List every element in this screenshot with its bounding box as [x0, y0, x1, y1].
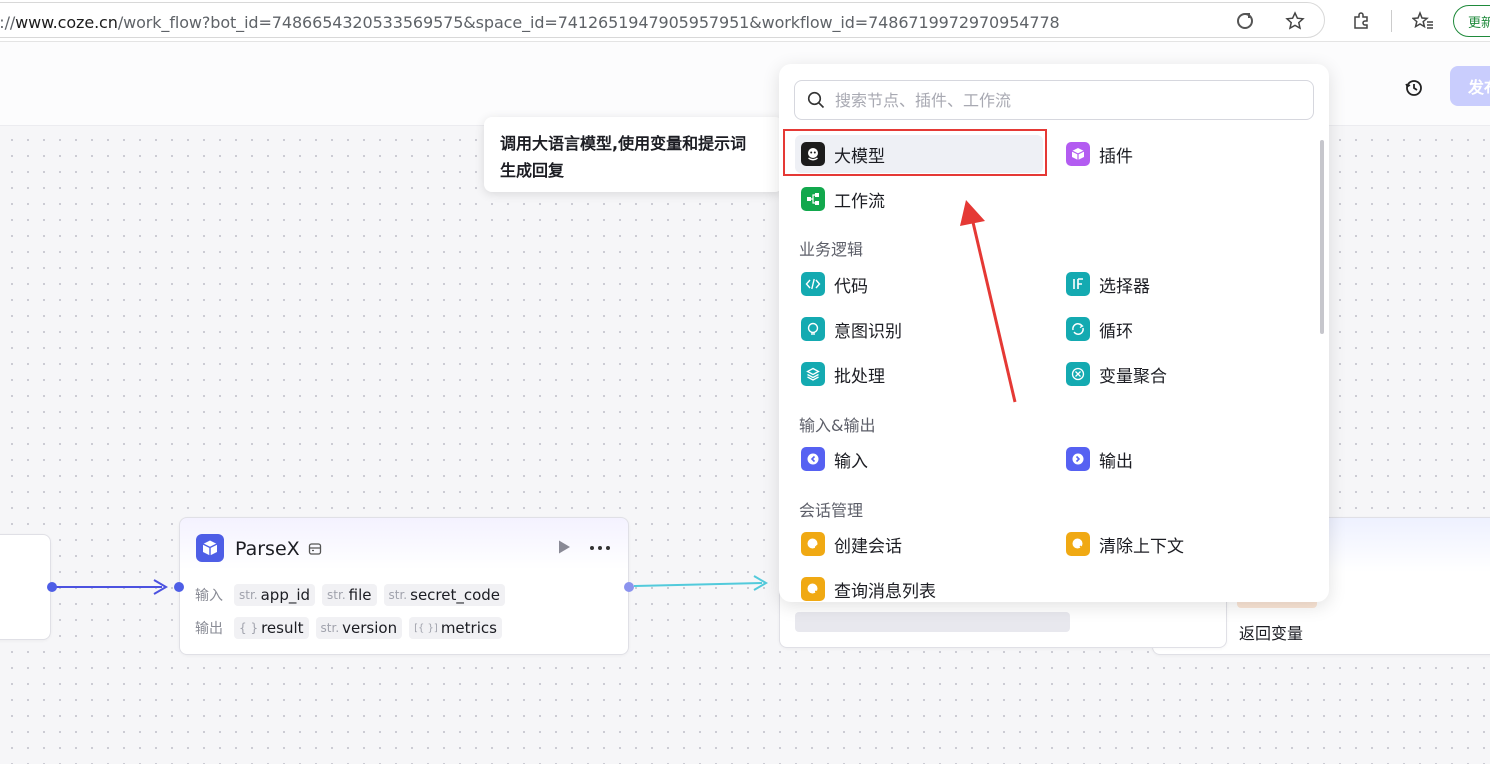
intent-icon — [801, 317, 825, 341]
code-icon — [801, 272, 825, 296]
output-port[interactable] — [47, 582, 57, 592]
if-icon — [1066, 272, 1090, 296]
node-item-plugin[interactable]: 插件 — [1060, 135, 1308, 173]
end-node-text: 返回变量 — [1239, 624, 1304, 643]
node-item-workflow[interactable]: 工作流 — [795, 180, 1043, 218]
history-icon[interactable] — [1400, 74, 1428, 102]
node-tooltip: 调用大语言模型,使用变量和提示词 生成回复 — [484, 117, 783, 192]
section-title-conversation: 会话管理 — [799, 501, 864, 520]
input-icon — [801, 447, 825, 471]
section-title-input-output: 输入&输出 — [799, 416, 876, 435]
url-text: ps://www.coze.cn/work_flow?bot_id=748665… — [0, 13, 1060, 32]
address-bar[interactable]: ps://www.coze.cn/work_flow?bot_id=748665… — [0, 2, 1325, 38]
node-item-clear-context[interactable]: 清除上下文 — [1060, 525, 1308, 563]
output-param: [{ }]metrics — [409, 617, 502, 639]
browser-toolbar: ps://www.coze.cn/work_flow?bot_id=748665… — [0, 0, 1490, 42]
scrollbar[interactable] — [1320, 140, 1324, 334]
more-options-icon[interactable] — [589, 532, 611, 556]
variable-merge-icon — [1066, 362, 1090, 386]
input-label: 输入 — [195, 588, 223, 604]
input-param: str.file — [322, 584, 377, 606]
node-item-variable-merge[interactable]: 变量聚合 — [1060, 355, 1308, 393]
node-item-selector[interactable]: 选择器 — [1060, 265, 1308, 303]
refresh-edge-icon[interactable] — [1233, 9, 1257, 33]
node-item-llm[interactable]: 大模型 — [795, 135, 1043, 173]
output-port[interactable] — [624, 582, 634, 592]
node-outputs: 输出 { }result str.version [{ }]metrics — [195, 617, 502, 639]
node-item-loop[interactable]: 循环 — [1060, 310, 1308, 348]
search-icon — [807, 91, 825, 109]
parsex-node[interactable]: ParseX 输入 str.app_id str.file str.secret… — [179, 517, 629, 655]
node-picker-panel: 大模型 插件 工作流 业务逻辑 代码 选择器 意图识别 循环 — [779, 64, 1329, 602]
input-param: str.secret_code — [383, 584, 506, 606]
search-input[interactable] — [835, 90, 1295, 110]
toolbar-separator — [1391, 10, 1392, 32]
search-box[interactable] — [794, 80, 1314, 120]
clear-context-icon — [1066, 532, 1090, 556]
placeholder-bar — [795, 612, 1070, 632]
message-list-icon — [801, 577, 825, 601]
llm-icon — [801, 142, 825, 166]
bookmark-star-icon[interactable] — [1283, 9, 1307, 33]
store-icon — [308, 542, 322, 559]
output-icon — [1066, 447, 1090, 471]
update-button[interactable]: 更新 — [1453, 5, 1490, 37]
node-inputs: 输入 str.app_id str.file str.secret_code — [195, 584, 506, 606]
loop-icon — [1066, 317, 1090, 341]
input-port[interactable] — [174, 582, 184, 592]
output-label: 输出 — [195, 621, 223, 637]
workflow-icon — [801, 187, 825, 211]
section-title-business-logic: 业务逻辑 — [799, 240, 864, 259]
input-param: str.app_id — [234, 584, 316, 606]
plugin-cube-icon — [196, 534, 224, 562]
batch-icon — [801, 362, 825, 386]
node-item-create-conversation[interactable]: 创建会话 — [795, 525, 1043, 563]
node-item-input[interactable]: 输入 — [795, 440, 1043, 478]
extensions-puzzle-icon[interactable] — [1349, 9, 1373, 33]
node-item-code[interactable]: 代码 — [795, 265, 1043, 303]
output-param: str.version — [315, 617, 403, 639]
run-play-icon[interactable] — [557, 539, 571, 559]
publish-button[interactable]: 发布 — [1450, 66, 1490, 106]
output-param: { }result — [234, 617, 309, 639]
node-item-intent[interactable]: 意图识别 — [795, 310, 1043, 348]
node-item-batch[interactable]: 批处理 — [795, 355, 1043, 393]
plugin-icon — [1066, 142, 1090, 166]
create-conversation-icon — [801, 532, 825, 556]
start-node[interactable] — [0, 534, 51, 640]
favorites-icon[interactable] — [1411, 9, 1435, 33]
node-item-output[interactable]: 输出 — [1060, 440, 1308, 478]
node-item-message-list[interactable]: 查询消息列表 — [795, 570, 1043, 602]
node-title: ParseX — [235, 538, 300, 560]
